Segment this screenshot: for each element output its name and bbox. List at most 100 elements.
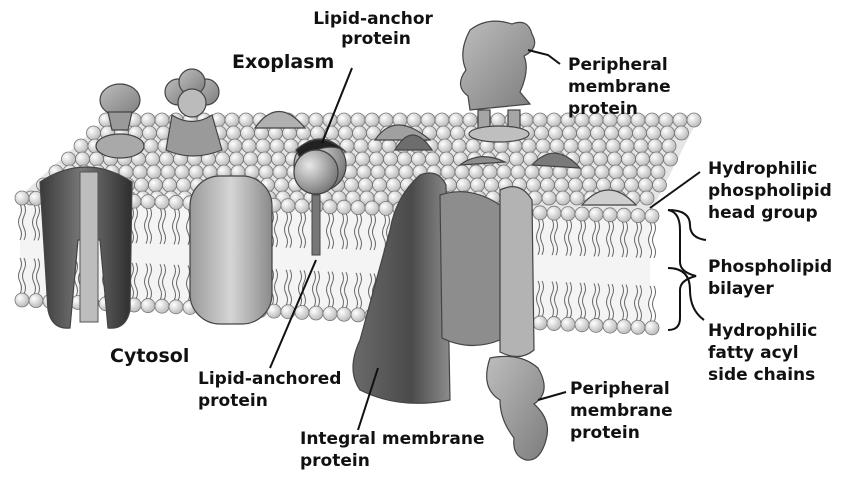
phospholipid-head	[147, 165, 161, 179]
phospholipid-head	[525, 165, 539, 179]
phospholipid-head	[645, 209, 659, 223]
phospholipid-head	[149, 178, 163, 192]
phospholipid-head	[225, 113, 239, 127]
cytosol-label: Cytosol	[110, 345, 189, 367]
phospholipid-head	[189, 165, 203, 179]
phospholipid-head	[146, 152, 160, 166]
phospholipid-head	[463, 113, 477, 127]
phospholipid-head	[385, 165, 399, 179]
phospholipid-head	[580, 152, 594, 166]
phospholipid-head	[365, 201, 379, 215]
phospholipid-head	[555, 178, 569, 192]
hydrophilic-fatty-acyl-label: Hydrophilic fatty acyl side chains	[708, 321, 823, 385]
peripheral-membrane-protein-bottom-label: Peripheral membrane protein	[570, 379, 679, 443]
phospholipid-head	[533, 316, 547, 330]
phospholipid-head	[594, 152, 608, 166]
phospholipid-head	[365, 113, 379, 127]
integral-membrane-protein-label: Integral membrane protein	[300, 429, 490, 471]
phospholipid-head	[155, 299, 169, 313]
clover-protein	[165, 69, 222, 156]
phospholipid-head	[351, 201, 365, 215]
phospholipid-head	[483, 165, 497, 179]
phospholipid-head	[161, 165, 175, 179]
phospholipid-head	[323, 200, 337, 214]
phospholipid-head	[539, 165, 553, 179]
fatty-acyl-tail	[653, 222, 656, 258]
phospholipid-head	[354, 139, 368, 153]
phospholipid-bilayer-label: Phospholipid bilayer	[708, 257, 838, 299]
phospholipid-head	[636, 152, 650, 166]
phospholipid-head	[407, 113, 421, 127]
phospholipid-head	[608, 152, 622, 166]
phospholipid-head	[592, 139, 606, 153]
phospholipid-head	[382, 139, 396, 153]
phospholipid-head	[542, 191, 556, 205]
phospholipid-head	[309, 306, 323, 320]
phospholipid-head	[15, 191, 29, 205]
phospholipid-head	[661, 126, 675, 140]
phospholipid-head	[384, 152, 398, 166]
phospholipid-head	[216, 152, 230, 166]
phospholipid-head	[135, 178, 149, 192]
phospholipid-head	[511, 165, 525, 179]
phospholipid-head	[359, 178, 373, 192]
phospholipid-head	[155, 195, 169, 209]
phospholipid-head	[337, 307, 351, 321]
phospholipid-head	[581, 165, 595, 179]
phospholipid-head	[371, 165, 385, 179]
phospholipid-head	[640, 191, 654, 205]
phospholipid-head	[609, 165, 623, 179]
phospholipid-head	[637, 165, 651, 179]
phospholipid-head	[379, 113, 393, 127]
phospholipid-head	[351, 113, 365, 127]
phospholipid-head	[244, 152, 258, 166]
phospholipid-head	[141, 195, 155, 209]
phospholipid-head	[144, 139, 158, 153]
phospholipid-head	[169, 300, 183, 314]
phospholipid-head	[169, 195, 183, 209]
phospholipid-head	[227, 126, 241, 140]
phospholipid-head	[438, 139, 452, 153]
transmembrane-block-protein	[190, 176, 272, 324]
phospholipid-head	[241, 126, 255, 140]
phospholipid-head	[687, 113, 701, 127]
phospholipid-head	[527, 178, 541, 192]
phospholipid-head	[87, 126, 101, 140]
phospholipid-head	[561, 317, 575, 331]
phospholipid-head	[457, 178, 471, 192]
phospholipid-head	[412, 152, 426, 166]
phospholipid-head	[421, 113, 435, 127]
bracket-head-group	[668, 210, 706, 240]
phospholipid-head	[662, 139, 676, 153]
phospholipid-head	[357, 165, 371, 179]
phospholipid-head	[295, 305, 309, 319]
phospholipid-head	[228, 139, 242, 153]
phospholipid-head	[143, 126, 157, 140]
phospholipid-head	[295, 199, 309, 213]
phospholipid-head	[74, 139, 88, 153]
phospholipid-head	[353, 126, 367, 140]
phospholipid-head	[575, 207, 589, 221]
phospholipid-head	[339, 126, 353, 140]
channel-protein	[40, 167, 132, 328]
phospholipid-head	[379, 201, 393, 215]
phospholipid-head	[368, 139, 382, 153]
phospholipid-head	[623, 165, 637, 179]
phospholipid-head	[387, 178, 401, 192]
phospholipid-head	[619, 126, 633, 140]
phospholipid-head	[522, 139, 536, 153]
phospholipid-head	[356, 152, 370, 166]
phospholipid-head	[510, 152, 524, 166]
phospholipid-head	[589, 207, 603, 221]
phospholipid-head	[633, 126, 647, 140]
phospholipid-head	[273, 165, 287, 179]
peripheral-membrane-protein-top-label: Peripheral membrane protein	[568, 55, 677, 119]
phospholipid-head	[547, 206, 561, 220]
phospholipid-head	[62, 152, 76, 166]
leader-peripheral-top	[528, 50, 560, 64]
peripheral-bottom-protein	[487, 356, 548, 460]
phospholipid-head	[449, 113, 463, 127]
phospholipid-head	[631, 209, 645, 223]
fatty-acyl-tail	[653, 286, 656, 322]
phospholipid-head	[589, 318, 603, 332]
